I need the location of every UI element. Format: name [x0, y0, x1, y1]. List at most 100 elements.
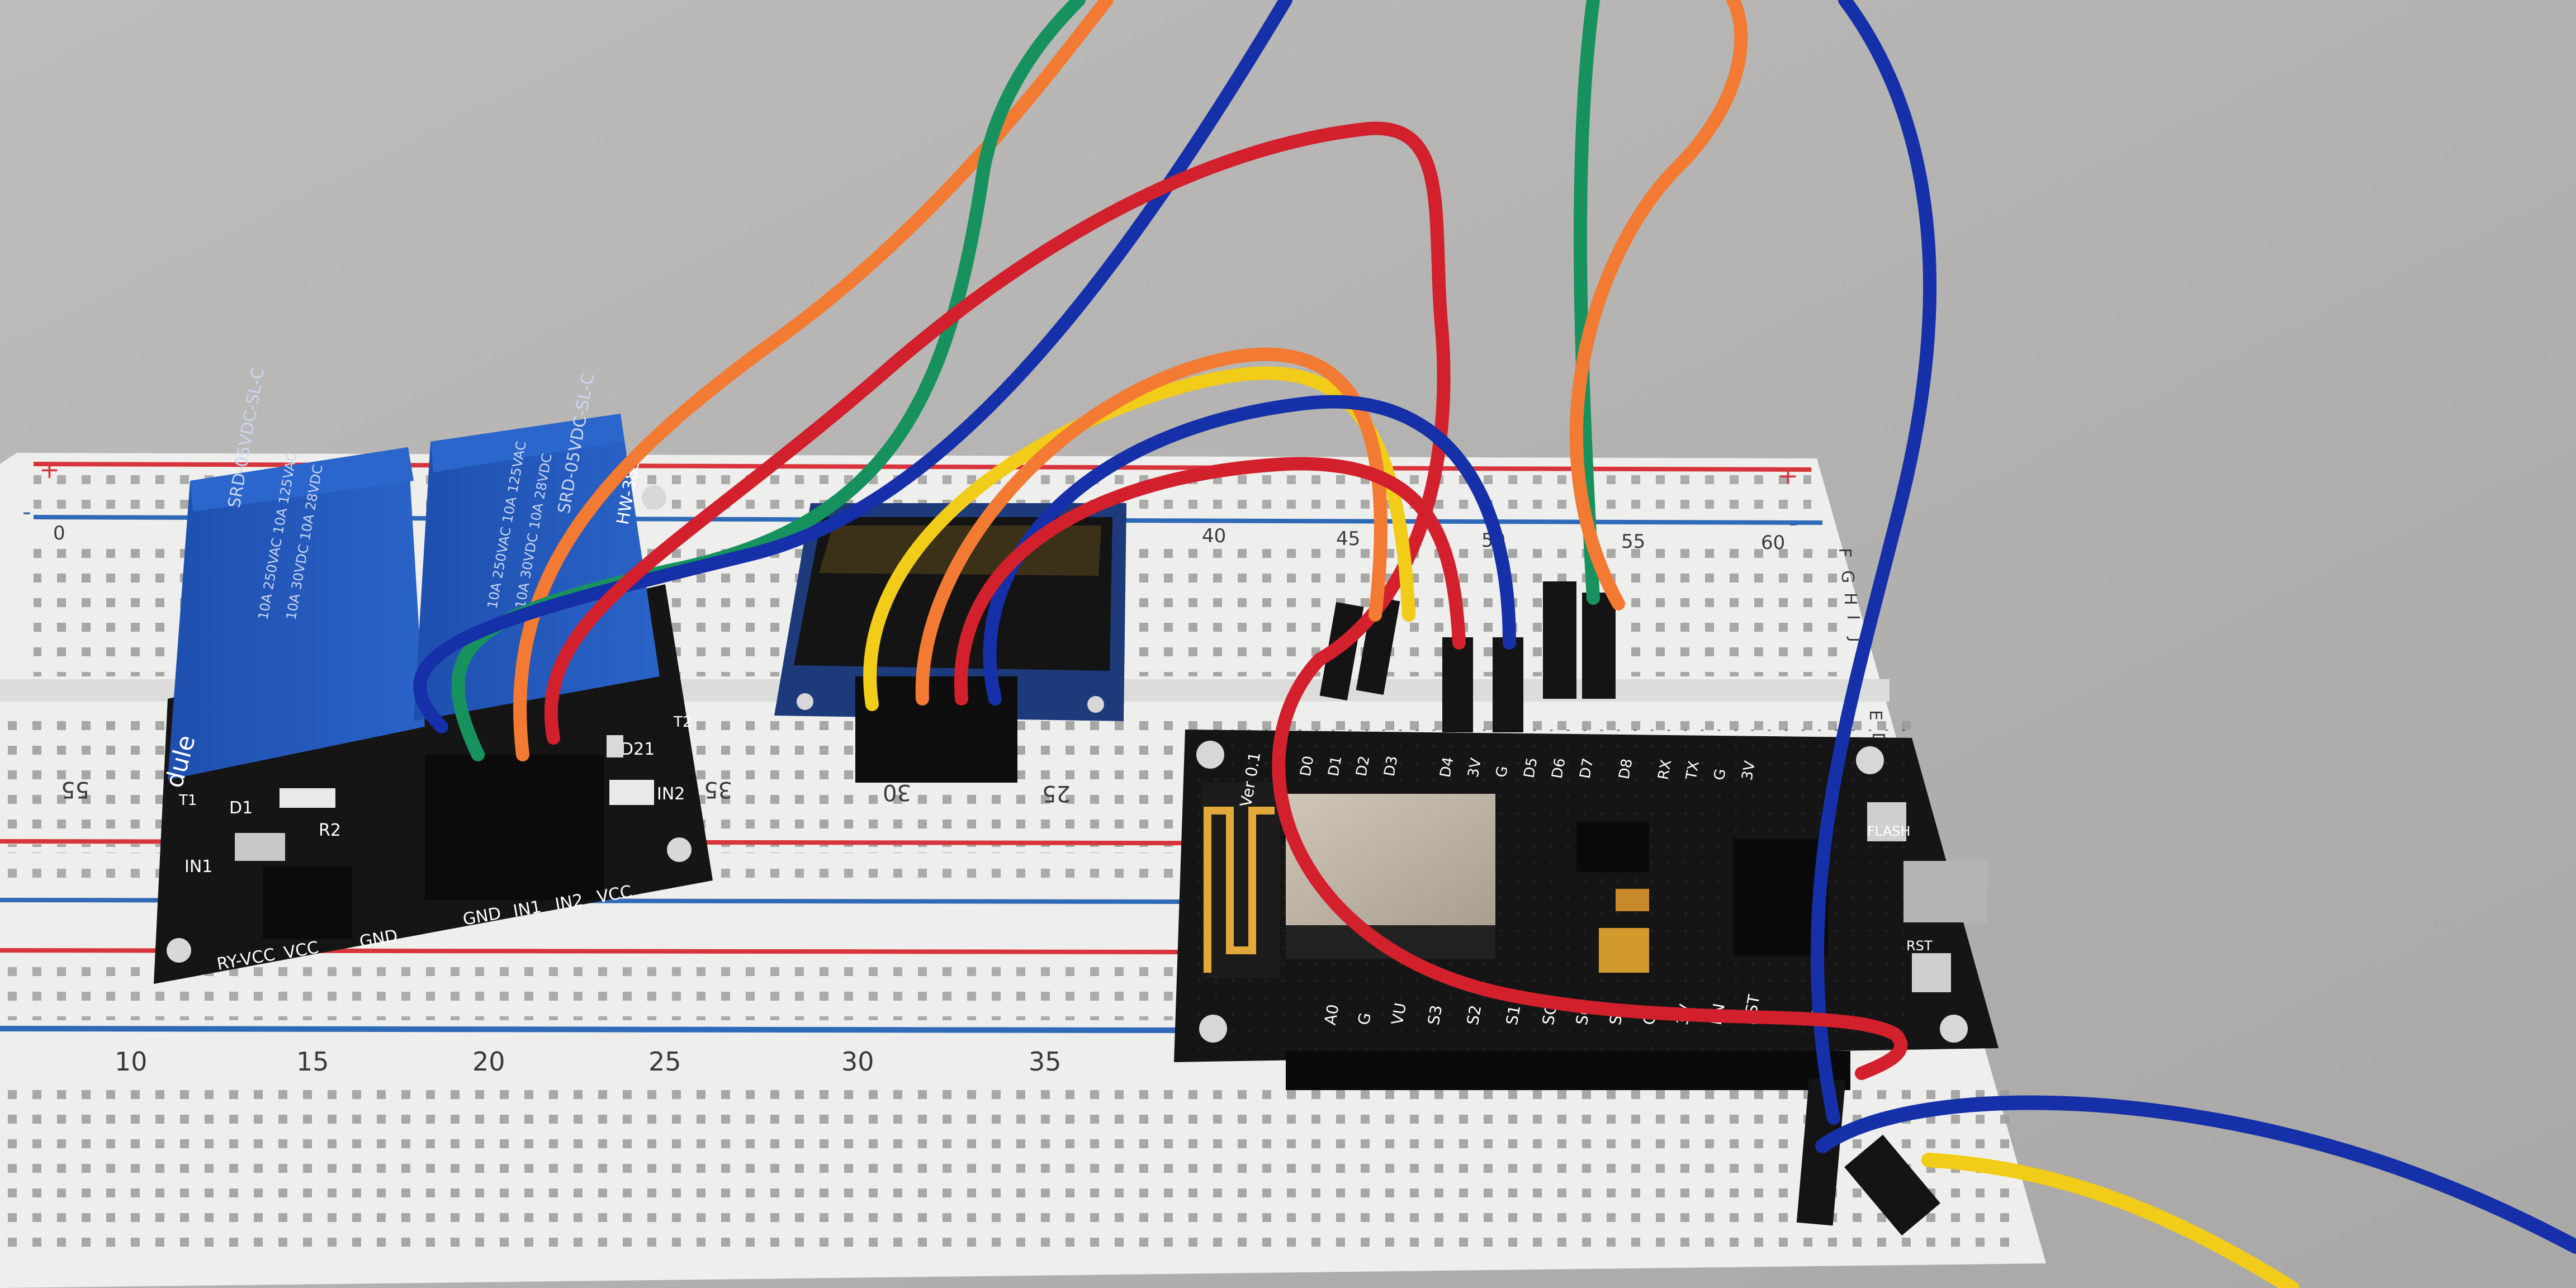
pin-label-d2: D2	[1353, 755, 1374, 778]
jumper-wires	[413, 0, 2576, 1288]
led	[607, 735, 623, 757]
pin-label-d0: D0	[1298, 755, 1318, 778]
col-number: 10	[115, 1046, 148, 1077]
col-number: 0	[53, 522, 65, 544]
mount-hole	[1087, 696, 1104, 713]
mount-hole	[1856, 746, 1884, 774]
relay-pin-label-in2: IN2	[553, 891, 585, 915]
antenna-trace	[1204, 807, 1275, 973]
dupont-connector	[1356, 596, 1400, 695]
row-letter: H	[1840, 593, 1860, 605]
bottom-header	[1286, 1051, 1850, 1090]
pin-label-3v: 3V	[1465, 757, 1485, 779]
silk-label-t2: T2	[673, 714, 692, 731]
wire-blue-bottom	[1815, 1095, 2576, 1254]
col-number: 15	[296, 1046, 329, 1077]
col-number: 55	[61, 776, 89, 802]
top-pin-row: D0 D1 D2 D3 D4 3V G D5 D6 D7 D8 RX TX G …	[1298, 755, 1759, 782]
wire-blue-oled	[983, 395, 1516, 705]
rail-minus-label: -	[22, 498, 31, 526]
col-number: 60	[1761, 532, 1785, 554]
silk-label-d21: D21	[621, 740, 655, 759]
pin-label-d7: D7	[1577, 757, 1597, 780]
wire-blue-long	[1810, 0, 1936, 1125]
dupont-connector	[1582, 593, 1616, 699]
regulator	[1576, 822, 1649, 872]
nodemcu-board: FLASH RST Ver 0.1 D0 D1 D2 D3 D4 3V G D5…	[1174, 730, 1999, 1090]
jumper-block	[263, 866, 352, 939]
mount-hole	[642, 485, 666, 510]
wire-orange-top	[1570, 0, 1748, 610]
dupont-connector	[1442, 637, 1473, 732]
pin-label-d1: D1	[1325, 755, 1346, 778]
col-number: 35	[704, 776, 732, 802]
dupont-connector	[1844, 1134, 1940, 1236]
row-letter: I	[1843, 615, 1863, 620]
mount-hole	[1199, 1015, 1227, 1043]
row-letter: E	[1865, 710, 1885, 721]
dupont-connector	[1543, 581, 1576, 699]
pin-label-d4: D4	[1437, 756, 1457, 779]
pin-label-rx: RX	[1655, 759, 1675, 782]
silk-label-in1: IN1	[184, 857, 212, 877]
col-number: 45	[1336, 528, 1360, 550]
col-number: 30	[841, 1046, 874, 1077]
capacitor	[1599, 928, 1649, 973]
wire-red-nodemcu	[1272, 653, 1908, 1080]
pin-label-d5: D5	[1521, 756, 1541, 779]
row-letter: J	[1846, 636, 1865, 642]
silk-label-d1: D1	[229, 798, 253, 818]
pin-label-s2: S2	[1464, 1003, 1485, 1026]
relay-pin-label-in1: IN1	[512, 897, 543, 921]
mount-hole	[1196, 741, 1224, 769]
pin-label-d3: D3	[1381, 755, 1401, 778]
mount-hole	[797, 693, 813, 710]
esp-antenna-area	[1202, 783, 1280, 978]
transistor	[235, 833, 285, 861]
row-letter: G	[1838, 570, 1857, 583]
mount-hole	[1940, 1015, 1968, 1043]
silk-label-in2: IN2	[657, 784, 685, 804]
wire-yellow-bottom	[1921, 1153, 2299, 1288]
wire-red-oled	[954, 457, 1466, 705]
led	[609, 780, 654, 805]
wire-green-relay	[451, 0, 1086, 761]
resistor	[280, 788, 335, 808]
col-number: 40	[1202, 525, 1226, 547]
mount-hole	[167, 938, 191, 963]
relay-1: SRD-05VDC-SL-C 10A 250VAC 10A 125VAC 10A…	[168, 366, 425, 780]
rail-plus-label-right: +	[1778, 462, 1798, 490]
relay-header-pins	[425, 755, 604, 900]
pin-label-vu: VU	[1388, 1001, 1410, 1026]
silk-label-r2: R2	[319, 821, 341, 840]
wire-blue-relay	[413, 0, 1292, 733]
col-number: 20	[472, 1046, 505, 1077]
pin-label-3v2: 3V	[1739, 760, 1759, 782]
mount-hole	[667, 837, 692, 862]
col-number: 25	[1042, 780, 1071, 806]
pin-label-a0: A0	[1321, 1003, 1343, 1026]
pin-label-d8: D8	[1616, 757, 1636, 780]
wire-red-relay	[544, 121, 1451, 745]
silk-label-t1: T1	[178, 792, 197, 809]
pin-label-s3: S3	[1424, 1003, 1446, 1026]
rail-minus-label-right: -	[1789, 509, 1798, 537]
dupont-connector	[1493, 637, 1523, 732]
micro-usb-port[interactable]	[1903, 861, 1987, 922]
capacitor	[1616, 889, 1649, 911]
rst-button[interactable]	[1912, 953, 1951, 992]
pin-label-d6: D6	[1549, 757, 1569, 780]
wire-orange-oled	[915, 347, 1388, 705]
esp-shield	[1286, 794, 1495, 925]
col-number: 55	[1621, 531, 1645, 553]
rail-plus-label: +	[39, 456, 60, 484]
row-letter: F	[1835, 548, 1854, 557]
pin-label-s1: S1	[1503, 1003, 1524, 1026]
col-number: 25	[648, 1046, 681, 1077]
col-number: 35	[1029, 1046, 1062, 1077]
rst-label: RST	[1906, 938, 1933, 954]
flash-label: FLASH	[1867, 823, 1910, 839]
flash-button[interactable]	[1867, 802, 1906, 841]
col-number: 30	[883, 779, 911, 805]
